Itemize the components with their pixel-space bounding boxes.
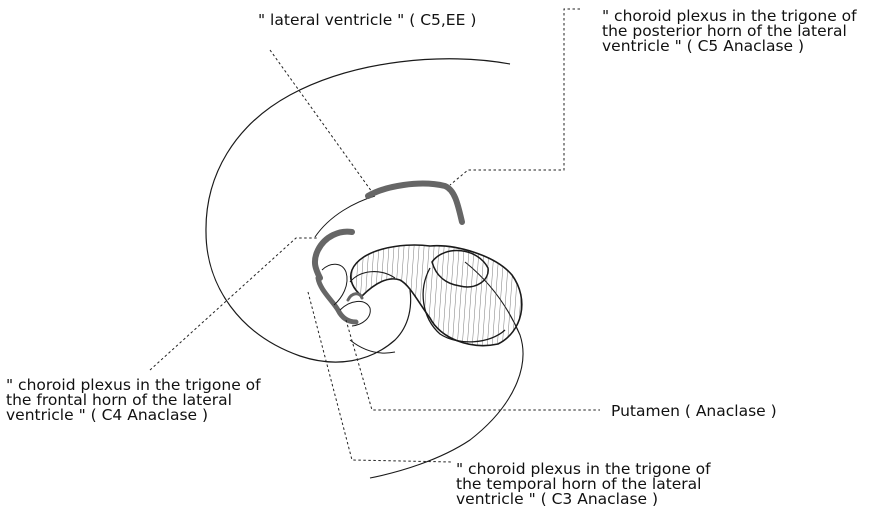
choroid-plexus-frontal	[315, 232, 352, 278]
label-choroid-plexus-temporal-horn: " choroid plexus in the trigone of the t…	[456, 462, 711, 507]
choroid-plexus-posterior	[368, 184, 462, 222]
choroid-plexus-temporal	[318, 278, 356, 322]
leader-lateral-ventricle	[270, 50, 372, 192]
label-lateral-ventricle: " lateral ventricle " ( C5,EE )	[258, 13, 476, 28]
leader-posterior-horn	[450, 9, 580, 185]
leader-frontal-horn	[150, 238, 318, 370]
label-choroid-plexus-frontal-horn: " choroid plexus in the trigone of the f…	[6, 378, 261, 423]
label-choroid-plexus-posterior-horn: " choroid plexus in the trigone of the p…	[602, 9, 857, 54]
label-putamen: Putamen ( Anaclase )	[611, 404, 777, 419]
putamen-shape	[350, 245, 522, 346]
